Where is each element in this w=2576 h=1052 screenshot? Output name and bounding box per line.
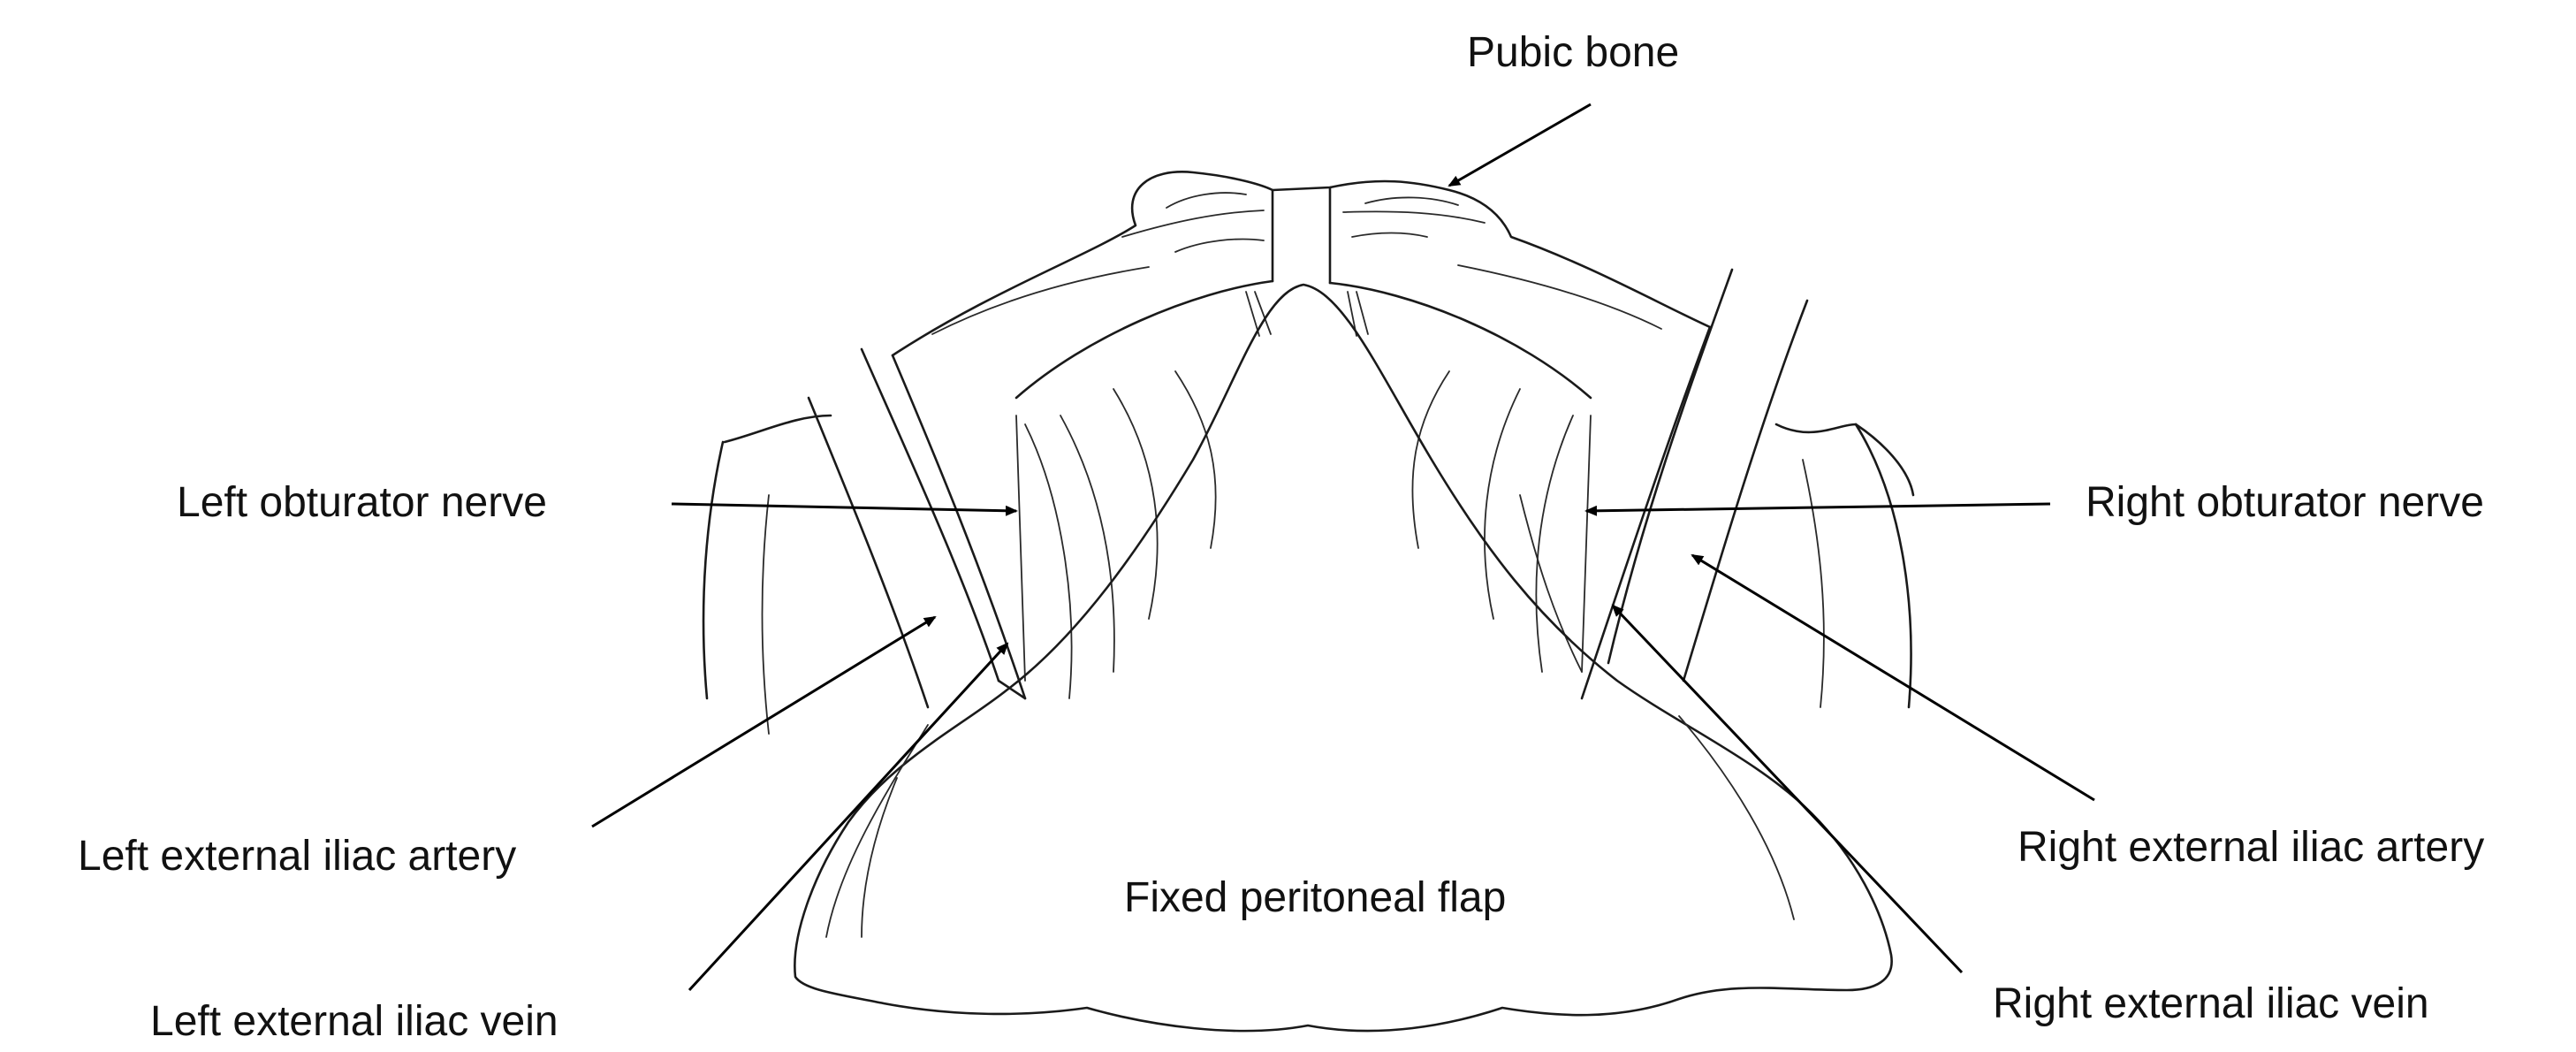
arrow-right-obturator-nerve <box>1586 504 2050 511</box>
right-vessels-shape <box>1582 270 1913 707</box>
label-left-obturator-nerve: Left obturator nerve <box>177 482 547 524</box>
arrow-left-obturator-nerve <box>672 504 1016 511</box>
label-right-external-iliac-artery: Right external iliac artery <box>2017 827 2484 869</box>
arrow-pubic-bone <box>1449 104 1591 186</box>
label-left-external-iliac-vein: Left external iliac vein <box>150 1001 559 1043</box>
pelvic-wall-shape <box>1016 281 1591 698</box>
arrow-left-external-iliac-vein <box>689 644 1007 990</box>
label-right-external-iliac-vein: Right external iliac vein <box>1993 983 2429 1025</box>
label-right-obturator-nerve: Right obturator nerve <box>2086 482 2484 524</box>
arrow-right-external-iliac-artery <box>1692 555 2094 800</box>
label-fixed-peritoneal-flap: Fixed peritoneal flap <box>1124 877 1506 919</box>
label-pubic-bone: Pubic bone <box>1467 32 1679 74</box>
arrow-right-external-iliac-vein <box>1613 606 1962 972</box>
label-left-external-iliac-artery: Left external iliac artery <box>78 835 516 878</box>
pubic-bone-shape <box>893 172 1710 355</box>
